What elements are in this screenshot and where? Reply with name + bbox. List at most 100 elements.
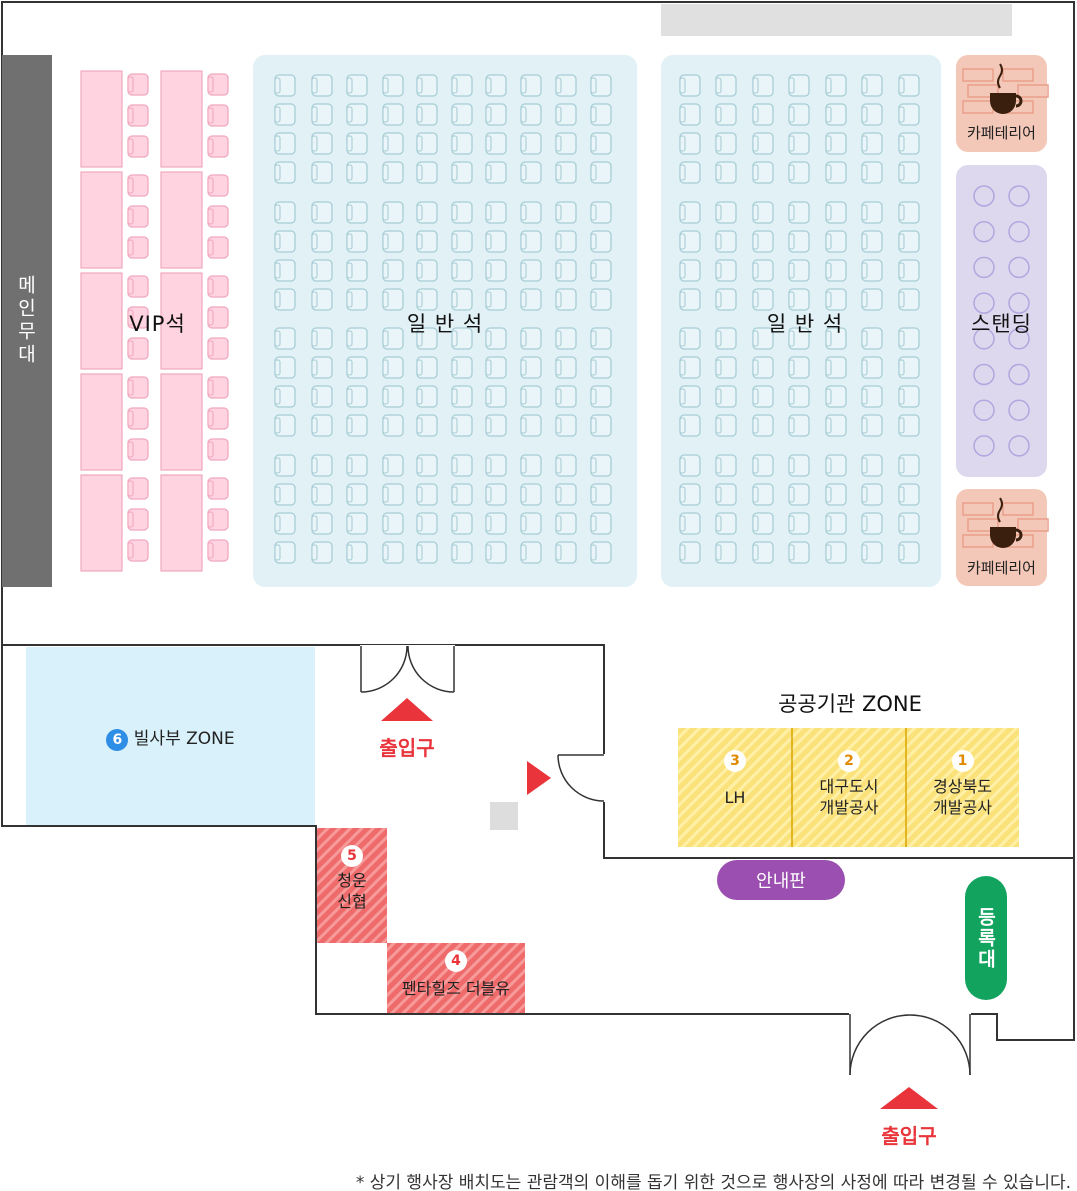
chair-icon [788, 288, 810, 311]
chair-icon [898, 356, 920, 379]
chair-icon [679, 103, 701, 126]
chair-icon [127, 205, 149, 228]
chair-icon [752, 259, 774, 282]
standing-spot-icon [973, 399, 995, 421]
chair-icon [127, 508, 149, 531]
chair-icon [825, 161, 847, 184]
booth-4: 4 펜타힐즈 더블유 [387, 950, 525, 999]
chair-icon [555, 103, 577, 126]
booth-5-name: 청운 신협 [337, 871, 367, 911]
chair-icon [127, 275, 149, 298]
chair-icon [590, 132, 612, 155]
chair-icon [207, 236, 229, 259]
chair-icon [861, 230, 883, 253]
cafeteria-top-label: 카페테리어 [966, 124, 1036, 142]
chair-icon [898, 483, 920, 506]
chair-icon [382, 385, 404, 408]
chair-icon [311, 74, 333, 97]
chair-icon [207, 306, 229, 329]
chair-icon [274, 103, 296, 126]
chair-icon [520, 512, 542, 535]
chair-icon [451, 201, 473, 224]
chair-icon [861, 414, 883, 437]
chair-icon [416, 483, 438, 506]
chair-icon [451, 327, 473, 350]
arrow-up-icon [880, 1087, 938, 1109]
chair-icon [274, 356, 296, 379]
chair-icon [679, 454, 701, 477]
chair-icon [382, 161, 404, 184]
chair-icon [590, 414, 612, 437]
chair-icon [416, 541, 438, 564]
brick [962, 502, 994, 516]
chair-icon [416, 161, 438, 184]
chair-icon [825, 385, 847, 408]
chair-icon [679, 288, 701, 311]
chair-icon [590, 454, 612, 477]
standing-spot-icon [973, 185, 995, 207]
chair-icon [861, 454, 883, 477]
chair-icon [715, 74, 737, 97]
vip-table [160, 70, 203, 168]
chair-icon [590, 327, 612, 350]
chair-icon [715, 327, 737, 350]
chair-icon [485, 356, 507, 379]
booth-3: 3 LH [678, 750, 792, 808]
footnote: * 상기 행사장 배치도는 관람객의 이해를 돕기 위한 것으로 행사장의 사정… [355, 1173, 1071, 1191]
chair-icon [416, 201, 438, 224]
chair-icon [825, 259, 847, 282]
chair-icon [590, 385, 612, 408]
chair-icon [679, 327, 701, 350]
brick [1002, 502, 1034, 516]
chair-icon [555, 454, 577, 477]
chair-icon [715, 512, 737, 535]
chair-icon [207, 135, 229, 158]
standing-spot-icon [1008, 256, 1030, 279]
chair-icon [416, 512, 438, 535]
registration-label: 등록대 [974, 906, 997, 970]
general-chairs [274, 74, 920, 564]
chair-icon [679, 161, 701, 184]
chair-icon [346, 454, 368, 477]
brick [962, 68, 994, 82]
chair-icon [207, 508, 229, 531]
door-icon [557, 754, 606, 802]
chair-icon [416, 356, 438, 379]
public-zone-title: 공공기관 ZONE [778, 692, 922, 716]
registration-desk: 등록대 [965, 876, 1007, 1000]
cafeteria-bottom-label: 카페테리어 [966, 559, 1036, 577]
chair-icon [274, 201, 296, 224]
chair-icon [788, 201, 810, 224]
chair-icon [752, 103, 774, 126]
standing-spot-icon [973, 435, 995, 457]
chair-icon [207, 104, 229, 127]
chair-icon [127, 539, 149, 562]
chair-icon [898, 103, 920, 126]
chair-icon [679, 414, 701, 437]
chair-icon [416, 288, 438, 311]
chair-icon [127, 477, 149, 500]
chair-icon [788, 414, 810, 437]
door-icon [849, 1012, 971, 1076]
chair-icon [788, 259, 810, 282]
entrance-bottom-label: 출입구 [881, 1124, 937, 1148]
chair-icon [207, 407, 229, 430]
chair-icon [127, 135, 149, 158]
vip-table [80, 171, 123, 269]
chair-icon [679, 541, 701, 564]
chair-icon [825, 230, 847, 253]
brick [1017, 518, 1049, 532]
chair-icon [788, 512, 810, 535]
chair-icon [311, 483, 333, 506]
chair-icon [861, 512, 883, 535]
chair-icon [382, 454, 404, 477]
arrow-right-icon [527, 761, 551, 795]
chair-icon [274, 288, 296, 311]
brick [1002, 68, 1034, 82]
chair-icon [127, 306, 149, 329]
standing-spot-icon [1008, 220, 1030, 243]
chair-icon [590, 483, 612, 506]
chair-icon [825, 356, 847, 379]
general-seating-left-area [253, 55, 637, 587]
chair-icon [311, 454, 333, 477]
